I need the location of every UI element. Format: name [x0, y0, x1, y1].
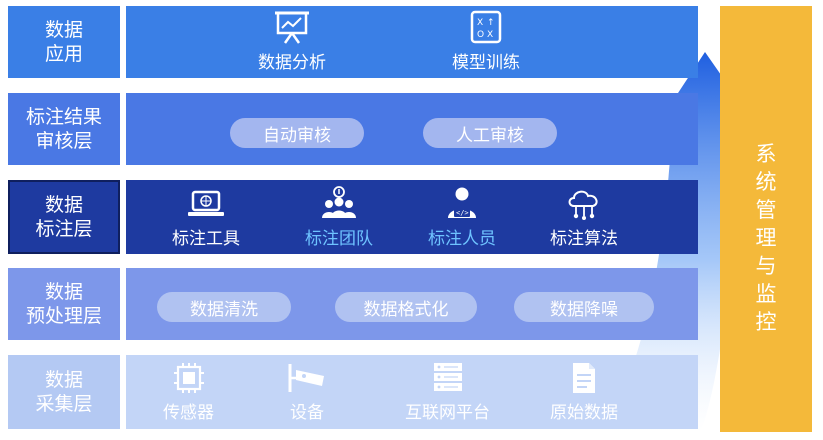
- camera-device-icon: [288, 364, 324, 392]
- pill-auto-review: 自动审核: [230, 118, 364, 148]
- pill-data-cleaning: 数据清洗: [157, 292, 291, 322]
- team-icon: [322, 186, 356, 218]
- svg-text:</>: </>: [456, 209, 469, 217]
- item-label: 传感器: [163, 403, 214, 423]
- layer-label-data-annotation: 数据标注层: [8, 180, 120, 254]
- document-icon: [573, 363, 595, 393]
- item-device: 设备: [286, 362, 328, 423]
- presentation-board-icon: [275, 11, 309, 44]
- item-label: 互联网平台: [405, 403, 490, 423]
- item-sensor: 传感器: [163, 362, 214, 423]
- item-label: 原始数据: [550, 403, 618, 423]
- pill-data-denoising: 数据降噪: [514, 292, 654, 322]
- strategy-board-icon: X ↑ O X: [470, 10, 502, 44]
- svg-text:X: X: [487, 30, 493, 40]
- item-data-analysis: 数据分析: [258, 10, 326, 73]
- pill-manual-review: 人工审核: [423, 118, 557, 148]
- item-label: 设备: [290, 403, 324, 423]
- item-annotation-team: 标注团队: [305, 186, 373, 249]
- item-label: 标注算法: [550, 229, 618, 249]
- cloud-network-icon: [568, 190, 598, 220]
- item-label: 标注团队: [305, 229, 373, 249]
- item-annotator: </> 标注人员: [428, 186, 496, 249]
- chip-sensor-icon: [173, 363, 204, 393]
- layer-label-annotation-review: 标注结果审核层: [8, 93, 120, 165]
- item-model-training: X ↑ O X 模型训练: [452, 10, 520, 73]
- layer-panel-data-annotation: [126, 180, 698, 254]
- layer-panel-annotation-review: [126, 93, 698, 165]
- developer-icon: </>: [448, 187, 476, 218]
- system-management-panel: [720, 6, 812, 432]
- system-management-label: 系统管理与监控: [755, 142, 777, 334]
- svg-text:↑: ↑: [487, 18, 495, 28]
- laptop-icon: [188, 190, 224, 216]
- pill-data-formatting: 数据格式化: [335, 292, 477, 322]
- item-label: 标注人员: [428, 229, 496, 249]
- layer-label-data-preprocessing: 数据预处理层: [8, 268, 120, 340]
- item-internet-platform: 互联网平台: [405, 362, 490, 423]
- item-label: 标注工具: [172, 229, 240, 249]
- item-annotation-tool: 标注工具: [172, 188, 240, 249]
- item-label: 模型训练: [452, 53, 520, 73]
- server-icon: [433, 363, 462, 391]
- item-raw-data: 原始数据: [550, 362, 618, 423]
- layer-panel-data-application: [126, 6, 698, 78]
- layer-label-data-application: 数据应用: [8, 6, 120, 78]
- svg-text:X: X: [477, 18, 483, 28]
- item-label: 数据分析: [258, 53, 326, 73]
- layer-label-data-collection: 数据采集层: [8, 355, 120, 429]
- svg-text:O: O: [477, 30, 484, 40]
- item-annotation-algorithm: 标注算法: [550, 186, 618, 249]
- layer-panel-data-collection: [126, 355, 698, 429]
